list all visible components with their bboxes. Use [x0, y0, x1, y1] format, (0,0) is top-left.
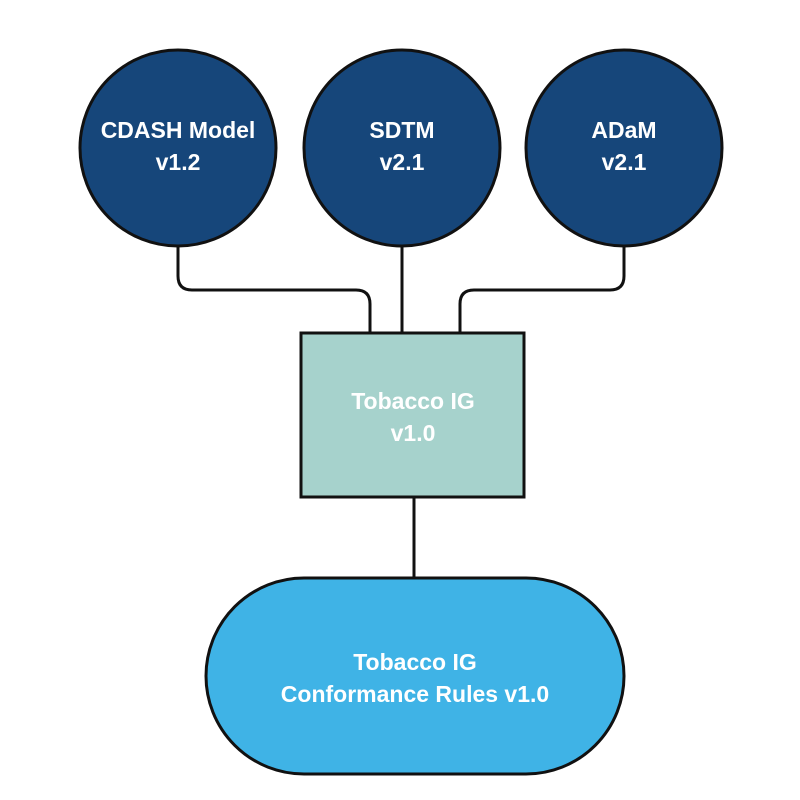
- edge-adam-to-tobacco-ig: [458, 240, 626, 333]
- node-sdtm-label-line-2: v2.1: [380, 149, 425, 175]
- node-sdtm[interactable]: SDTM v2.1: [302, 48, 502, 248]
- node-adam[interactable]: ADaM v2.1: [524, 48, 724, 248]
- nodes-layer: CDASH Model v1.2 SDTM v2.1 ADaM v2.1 Tob…: [78, 48, 724, 776]
- node-tobacco-ig[interactable]: Tobacco IG v1.0: [299, 331, 526, 499]
- node-tobacco-ig-label-line-1: Tobacco IG: [351, 388, 475, 414]
- node-conformance-rules[interactable]: Tobacco IG Conformance Rules v1.0: [204, 576, 626, 776]
- node-sdtm-shape: [302, 48, 502, 248]
- node-cdash-label-line-1: CDASH Model: [101, 117, 256, 143]
- node-sdtm-label-line-1: SDTM: [369, 117, 434, 143]
- node-cdash-shape: [78, 48, 278, 248]
- edge-cdash-to-tobacco-ig: [176, 240, 372, 333]
- node-tobacco-ig-shape: [299, 331, 526, 499]
- node-adam-label-line-2: v2.1: [602, 149, 647, 175]
- node-conformance-rules-label-line-2: Conformance Rules v1.0: [281, 681, 549, 707]
- node-conformance-rules-shape: [204, 576, 626, 776]
- node-conformance-rules-label-line-1: Tobacco IG: [353, 649, 477, 675]
- node-cdash[interactable]: CDASH Model v1.2: [78, 48, 278, 248]
- node-adam-label-line-1: ADaM: [591, 117, 656, 143]
- node-adam-shape: [524, 48, 724, 248]
- node-cdash-label-line-2: v1.2: [156, 149, 201, 175]
- node-tobacco-ig-label-line-2: v1.0: [391, 420, 436, 446]
- connectors-layer: [176, 240, 626, 578]
